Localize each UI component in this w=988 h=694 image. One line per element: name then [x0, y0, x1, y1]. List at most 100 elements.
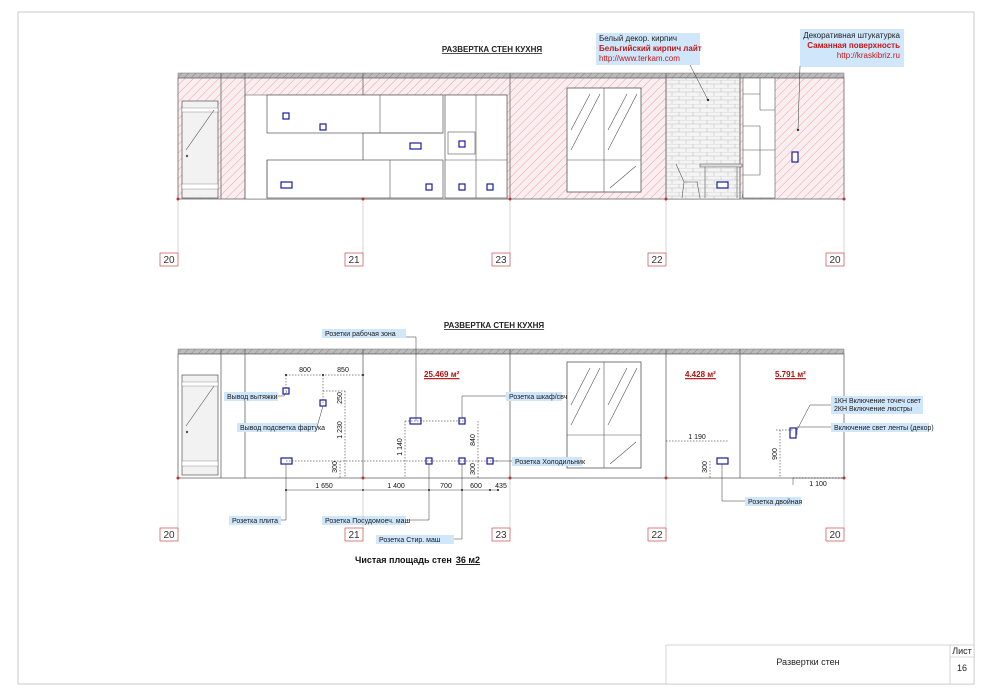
- dim-1100: 1 100: [809, 481, 827, 488]
- top-door-panel: [181, 107, 219, 113]
- switch-icon: [791, 151, 799, 163]
- bottom-axis-markers: 20 21 23 22 20: [159, 527, 845, 542]
- top-window-glass: [570, 93, 601, 151]
- top-lower-cabinets: [266, 159, 444, 199]
- socket-icon: [409, 142, 422, 150]
- top-door-handle: [185, 154, 189, 158]
- label-washer: Розетка Стир. маш: [379, 537, 441, 544]
- dim-435: 435: [495, 483, 507, 490]
- net-area-value: 36 м2: [456, 555, 480, 565]
- sheet-frame: [17, 11, 975, 685]
- dim-900: 900: [772, 448, 779, 460]
- dim-850: 850: [337, 367, 349, 374]
- axis-label: 22: [651, 255, 663, 266]
- top-upper-cabinets: [266, 94, 444, 134]
- label-switch2: 2КН Включение люстры: [834, 406, 912, 413]
- net-area: Чистая площадь стен 36 м2: [355, 555, 480, 565]
- axis-label: 20: [829, 255, 841, 266]
- label-hood: Вывод вытяжки: [227, 394, 278, 401]
- area-main: 25.469 м²: [424, 370, 460, 379]
- top-title: РАЗВЕРТКА СТЕН КУХНЯ: [442, 45, 543, 54]
- bottom-dividers: [220, 349, 741, 478]
- bottom-door-panel: [181, 381, 219, 387]
- area-plaster: 5.791 м²: [775, 370, 806, 379]
- top-window-glass: [570, 93, 591, 131]
- bottom-axis-dots: [176, 476, 846, 480]
- label-work-zone: Розетки рабочая зона: [325, 330, 396, 338]
- dim-840: 840: [470, 434, 477, 446]
- switch-icon: [789, 427, 797, 439]
- brick-callout-line3: http://www.terkam.com: [599, 54, 680, 63]
- socket-icon: [282, 112, 290, 120]
- plaster-callout-line2: Саманная поверхность: [807, 41, 900, 50]
- bottom-door-glass: [185, 385, 215, 427]
- label-led: Включение свет ленты (декор): [834, 425, 934, 432]
- axis-label: 21: [348, 255, 360, 266]
- socket-icon: [425, 183, 433, 191]
- axis-label: 20: [829, 530, 841, 541]
- dim-300a: 300: [332, 461, 339, 473]
- bottom-labels: Розетки рабочая зона Вывод вытяжки Вывод…: [224, 329, 934, 544]
- plaster-callout-line1: Декоративная штукатурка: [803, 31, 900, 40]
- bottom-ceiling-band: [177, 348, 845, 355]
- dim-1190: 1 190: [688, 434, 706, 441]
- title-block: Развертки стен Лист 16: [665, 644, 975, 685]
- brick-leader: [689, 64, 709, 101]
- label-cabinet: Розетка шкаф/свч: [509, 394, 568, 401]
- bottom-wall: [177, 353, 845, 479]
- top-door: [181, 100, 219, 199]
- bottom-door-handle: [185, 430, 189, 434]
- top-shelf-lines: [743, 78, 775, 176]
- axis-label: 20: [163, 530, 175, 541]
- dim-1230: 1 230: [337, 421, 344, 439]
- top-decor-shelf: [742, 77, 776, 199]
- socket-icon: [716, 457, 729, 465]
- stamp-sheet-label: Лист: [952, 646, 972, 656]
- socket-icon: [458, 140, 466, 148]
- dim-300c: 300: [702, 461, 709, 473]
- top-window-glass: [609, 165, 637, 189]
- label-fridge: Розетка Холодильник: [515, 459, 586, 466]
- socket-icon: [319, 123, 327, 131]
- top-chair: [675, 163, 701, 199]
- dim-1400: 1 400: [387, 483, 405, 490]
- label-dishwasher: Розетка Посудомоеч. маш: [325, 518, 411, 525]
- label-double: Розетка двойная: [748, 498, 803, 506]
- area-brick: 4.428 м²: [685, 370, 716, 379]
- axis-label: 21: [348, 530, 360, 541]
- top-window-glass: [607, 93, 638, 151]
- axis-label: 22: [651, 530, 663, 541]
- top-sockets: [280, 112, 799, 191]
- axis-label: 20: [163, 255, 175, 266]
- top-axis-dots: [176, 197, 846, 201]
- label-stove: Розетка плита: [232, 518, 278, 525]
- stamp-sheet-number: 16: [957, 663, 967, 673]
- dim-700: 700: [440, 483, 452, 490]
- brick-callout-line2: Бельгийский кирпич лайт: [599, 44, 702, 53]
- leader-dot: [796, 128, 800, 132]
- plaster-callout: [800, 29, 904, 67]
- plaster-callout-line3: http://kraskibriz.ru: [837, 51, 900, 60]
- bottom-door-panel: [181, 460, 219, 467]
- top-window-glass: [607, 93, 628, 131]
- socket-icon: [716, 181, 729, 189]
- socket-icon: [458, 183, 466, 191]
- socket-icon: [486, 183, 494, 191]
- plaster-leader: [797, 65, 801, 131]
- top-brick-wall: [665, 77, 741, 200]
- top-axis-lines: [177, 199, 845, 258]
- net-area-label: Чистая площадь стен: [355, 555, 452, 565]
- brick-callout: [596, 33, 700, 65]
- bottom-title: РАЗВЕРТКА СТЕН КУХНЯ: [444, 321, 545, 330]
- dim-1650: 1 650: [315, 483, 333, 490]
- brick-callout-line1: Белый декор. кирпич: [599, 34, 677, 43]
- axis-label: 23: [495, 530, 507, 541]
- bottom-axis-lines: [177, 478, 845, 532]
- leader-dot: [706, 98, 710, 102]
- label-backsplash: Вывод подсветка фартука: [240, 425, 325, 432]
- dim-300b: 300: [470, 463, 477, 475]
- top-axis-markers: 20 21 23 22 20: [159, 252, 845, 267]
- top-ceiling-band: [177, 72, 845, 79]
